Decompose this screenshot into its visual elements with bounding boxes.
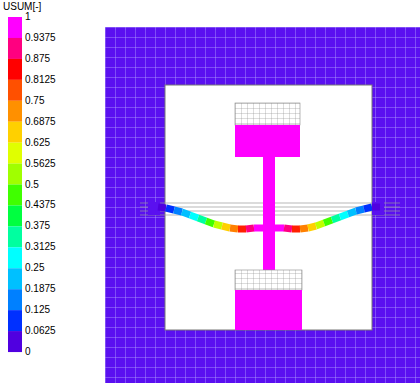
legend-title: USUM[-] [3, 1, 41, 13]
scale-value: 0 [25, 346, 31, 358]
color-band [8, 80, 22, 101]
color-band [8, 310, 22, 331]
beam-segment [246, 228, 254, 229]
beam-segment [284, 228, 292, 229]
color-band [8, 17, 22, 38]
beam-segment [182, 212, 190, 215]
beam-segment [348, 211, 356, 214]
deformed-beam [158, 207, 380, 229]
beam-segment [158, 207, 166, 208]
color-band [8, 247, 22, 268]
mesh-frame [105, 27, 420, 383]
frame-mesh [105, 27, 420, 383]
scale-value: 0.875 [25, 53, 50, 65]
color-band [8, 164, 22, 185]
scale-value: 0.25 [25, 262, 44, 274]
beam-segment [364, 207, 372, 209]
color-band [8, 331, 22, 352]
proof-mass [235, 103, 302, 330]
mass-mesh [235, 270, 302, 290]
beam-segment [356, 209, 364, 211]
beam-segment [238, 226, 246, 233]
beam-segment [340, 214, 348, 217]
beam-segment [190, 215, 198, 218]
beam-segment [292, 226, 300, 233]
beam-segment [300, 228, 308, 229]
fixed-frame [105, 27, 420, 383]
beam-segment [372, 204, 380, 211]
beam-segment [308, 226, 316, 228]
color-band [8, 143, 22, 164]
color-band [8, 59, 22, 80]
scale-value: 0.625 [25, 137, 50, 149]
beam-segment [332, 217, 340, 220]
top-mass [235, 125, 300, 157]
color-bar [8, 17, 22, 352]
beam-anchor [372, 202, 384, 215]
beam-segment [316, 223, 324, 226]
scale-value: 0.5 [25, 179, 39, 191]
beam-segment [166, 208, 174, 210]
scale-value: 0.8125 [25, 74, 56, 86]
cavity [165, 85, 372, 330]
color-band [8, 38, 22, 59]
mass-mesh [235, 103, 300, 125]
color-band [8, 185, 22, 206]
scale-value: 1 [25, 11, 31, 23]
beam-segment [214, 224, 222, 226]
beam-segment [174, 210, 182, 212]
color-band [8, 122, 22, 143]
mass-mesh [235, 270, 302, 290]
scale-value: 0.6875 [25, 116, 56, 128]
scale-value: 0.3125 [25, 241, 56, 253]
scale-value: 0.5625 [25, 158, 56, 170]
scale-value: 0.375 [25, 220, 50, 232]
color-band [8, 268, 22, 289]
scale-value: 0.9375 [25, 32, 56, 44]
color-band [8, 101, 22, 122]
beam-segment [198, 218, 206, 221]
mass-mesh [235, 103, 300, 125]
beam-segment [230, 228, 238, 229]
color-band [8, 289, 22, 310]
beam-segment [206, 221, 214, 224]
scale-value: 0.4375 [25, 199, 56, 211]
scale-value: 0.0625 [25, 325, 56, 337]
scale-value: 0.125 [25, 304, 50, 316]
beam-segment [254, 225, 284, 232]
beam-segment [222, 226, 230, 228]
beam-segment [324, 220, 332, 223]
bottom-mass [235, 290, 302, 330]
scale-value: 0.1875 [25, 283, 56, 295]
color-band [8, 205, 22, 226]
color-band [8, 226, 22, 247]
scale-value: 0.75 [25, 95, 44, 107]
